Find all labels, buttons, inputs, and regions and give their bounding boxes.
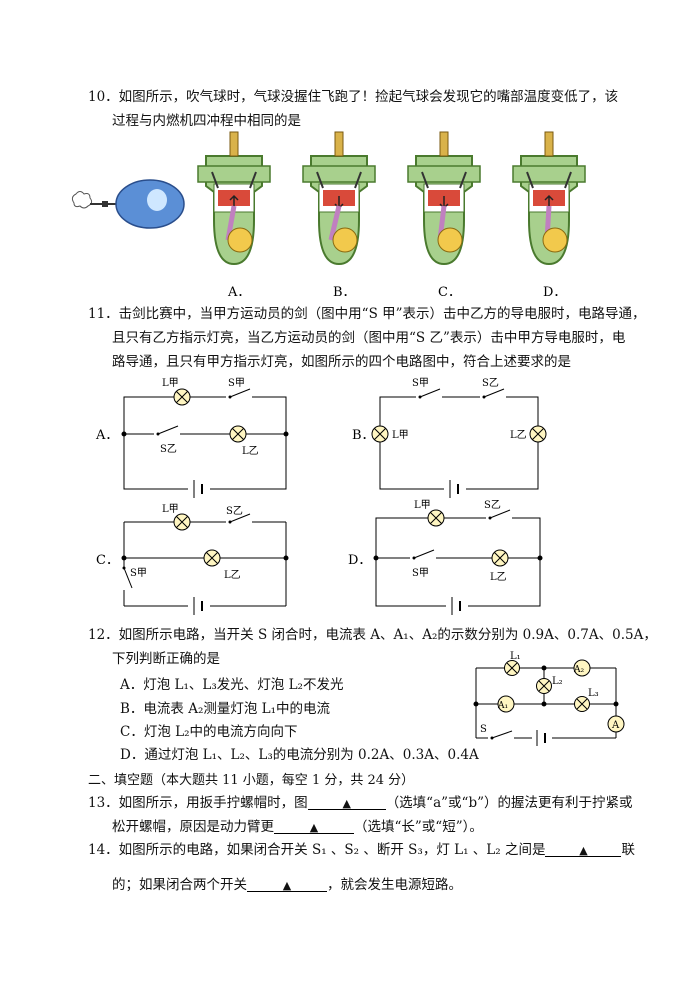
engine-c-icon (407, 131, 481, 266)
ammeter-a1-icon (497, 695, 515, 713)
svg-text:L乙: L乙 (224, 569, 241, 581)
q13-line1: 13．如图所示，用扳手拧螺帽时，图▲（选填“a”或“b”）的握法更有利于拧紧或 (88, 794, 633, 811)
q13-blank1[interactable]: ▲ (307, 794, 386, 810)
switch-icon (488, 730, 514, 743)
switch-icon (226, 388, 252, 402)
circuit-d (373, 517, 543, 615)
svg-text:L乙: L乙 (490, 571, 507, 583)
svg-text:S乙: S乙 (484, 499, 501, 511)
q11-option-b: B． (352, 428, 375, 443)
svg-text:L甲: L甲 (392, 430, 409, 441)
q14-line2: 的；如果闭合两个开关▲，就会发生电源短路。 (112, 876, 462, 893)
ammeter-a-icon (607, 715, 625, 733)
svg-text:A: A (611, 720, 620, 731)
lamp-icon (529, 425, 547, 443)
lamp-icon (173, 388, 191, 406)
lamp-icon (371, 425, 389, 443)
q12-circuit-figure: A₂ A₁ A L₁ L₂ L₃ S (473, 651, 625, 746)
q14-line1: 14．如图所示的电路，如果闭合开关 S₁ 、S₂ 、断开 S₃，灯 L₁ 、L₂… (88, 841, 635, 858)
switch-icon (154, 425, 180, 439)
svg-text:L甲: L甲 (162, 378, 179, 389)
svg-text:L乙: L乙 (242, 445, 259, 457)
q11-line3: 路导通，且只有甲方指示灯亮，如图所示的四个电路图中，符合上述要求的是 (112, 354, 571, 370)
q10-engine-figure: A． B． C． D． (71, 131, 586, 300)
svg-text:L甲: L甲 (162, 504, 179, 515)
q12-option-a: A．灯泡 L₁、L₃发光、灯泡 L₂不发光 (120, 677, 344, 693)
svg-text:S乙: S乙 (160, 443, 177, 455)
q11-option-d: D． (348, 553, 371, 568)
q12-option-c: C．灯泡 L₂中的电流方向向下 (120, 724, 298, 740)
engine-d-icon (512, 131, 586, 266)
q10-option-c: C． (438, 285, 461, 300)
engine-b-icon (302, 131, 376, 266)
q10-option-b: B． (333, 285, 356, 300)
lamp-icon (427, 509, 445, 527)
lamp-icon (173, 513, 191, 531)
svg-text:L₂: L₂ (552, 676, 563, 687)
svg-text:A₂: A₂ (573, 665, 584, 675)
ammeter-a2-icon (573, 659, 591, 677)
switch-icon (410, 549, 436, 563)
q10-option-a: A． (227, 285, 250, 300)
svg-text:L乙: L乙 (510, 429, 527, 441)
switch-icon (122, 566, 133, 589)
svg-text:S乙: S乙 (482, 377, 499, 389)
switch-icon (480, 388, 506, 402)
circuit-a (121, 396, 289, 498)
section-title: 二、填空题（本大题共 11 小题，每空 1 分，共 24 分） (88, 773, 415, 788)
lamp-icon (491, 549, 509, 567)
engine-a-icon (197, 131, 271, 266)
q11-line2: 且只有乙方指示灯亮，当乙方运动员的剑（图中用“S 乙”表示）击中甲方导电服时，电 (112, 330, 626, 346)
q11-option-c: C． (96, 553, 119, 568)
svg-text:S甲: S甲 (228, 378, 245, 389)
svg-text:S: S (480, 724, 487, 735)
q10-line1: 10．如图所示，吹气球时，气球没握住飞跑了！捡起气球会发现它的嘴部温度变低了，该 (88, 89, 619, 105)
q11-circuit-figure: L甲 S甲 S乙 L乙 A． S甲 S乙 L甲 L乙 B． L甲 S乙 S甲 L… (95, 377, 547, 615)
svg-text:S甲: S甲 (412, 568, 429, 579)
balloon-icon (71, 179, 185, 229)
lamp-icon (574, 696, 590, 712)
q12-option-d: D．通过灯泡 L₁、L₂、L₃的电流分别为 0.2A、0.3A、0.4A (120, 747, 479, 763)
circuit-c (121, 521, 289, 615)
q10-line2: 过程与内燃机四冲程中相同的是 (112, 113, 301, 129)
switch-icon (416, 388, 442, 402)
q10-option-d: D． (543, 285, 566, 300)
svg-text:S乙: S乙 (226, 505, 243, 517)
q12-line2: 下列判断正确的是 (112, 651, 220, 667)
svg-text:L甲: L甲 (414, 500, 431, 511)
lamp-icon (203, 549, 221, 567)
lamp-icon (504, 660, 520, 676)
q11-option-a: A． (95, 428, 118, 443)
switch-icon (486, 509, 512, 523)
lamp-icon (536, 678, 552, 694)
q14-blank2[interactable]: ▲ (247, 876, 327, 892)
q12-line1: 12．如图所示电路，当开关 S 闭合时，电流表 A、A₁、A₂的示数分别为 0.… (88, 627, 657, 643)
svg-text:S甲: S甲 (130, 568, 147, 579)
q13-line2: 松开螺帽，原因是动力臂更▲（选填“长”或“短”）。 (112, 818, 483, 835)
q11-line1: 11．击剑比赛中，当甲方运动员的剑（图中用“S 甲”表示）击中乙方的导电服时，电… (88, 306, 646, 322)
circuit-b (379, 396, 539, 498)
q14-blank1[interactable]: ▲ (545, 841, 622, 857)
lamp-icon (229, 425, 247, 443)
svg-text:L₃: L₃ (588, 688, 599, 699)
switch-icon (226, 513, 252, 527)
svg-text:S甲: S甲 (412, 378, 429, 389)
svg-text:L₁: L₁ (510, 651, 521, 662)
svg-text:A₁: A₁ (497, 701, 508, 711)
q12-option-b: B．电流表 A₂测量灯泡 L₁中的电流 (120, 701, 331, 717)
q13-blank2[interactable]: ▲ (274, 818, 354, 834)
